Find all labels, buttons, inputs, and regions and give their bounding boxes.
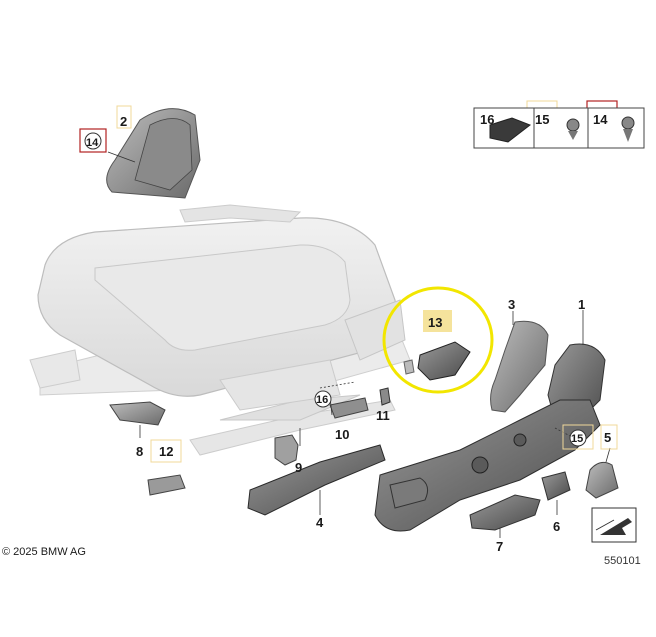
part-5-cap: [585, 461, 619, 499]
inset-label-16: 16: [480, 112, 494, 127]
label-4: 4: [316, 515, 324, 530]
screw-tip-icon: [568, 131, 578, 140]
label-box-14-top: [79, 128, 107, 153]
pad-icon: [489, 117, 532, 143]
label-9: 9: [295, 460, 302, 475]
part-10-bracket: [329, 397, 369, 419]
part-8-handle: [109, 401, 166, 426]
inset-label-15: 15: [535, 112, 549, 127]
seat-cushion: [29, 204, 411, 456]
part-11-clip: [379, 387, 391, 406]
part-6-cap: [541, 471, 571, 501]
label-1: 1: [578, 297, 585, 312]
label-15-circle: 15: [571, 433, 583, 445]
label-7: 7: [496, 539, 503, 554]
part-9-bracket: [274, 428, 301, 466]
part-7-lever: [469, 494, 541, 531]
diagram-number: 550101: [604, 555, 641, 567]
view-direction-icon: [591, 507, 637, 543]
inset-label-14: 14: [593, 112, 608, 127]
part-3-cover: [490, 311, 549, 413]
label-box-12: [150, 439, 182, 463]
label-box-5: [600, 424, 618, 450]
label-16-circle: 16: [316, 394, 328, 406]
copyright-text: © 2025 BMW AG: [2, 546, 86, 558]
part-4-rail-cover: [247, 444, 386, 516]
screw-icon: [566, 118, 580, 132]
label-2: 2: [120, 114, 127, 129]
hardware-inset: [473, 107, 645, 149]
part-12-cap: [147, 474, 186, 496]
label-box-2: [116, 105, 132, 129]
label-6: 6: [553, 519, 560, 534]
label-11: 11: [376, 408, 390, 423]
label-13: 13: [428, 315, 442, 330]
label-3: 3: [508, 297, 515, 312]
screw-icon: [621, 116, 635, 130]
label-14-top: 14: [86, 137, 99, 149]
screw-tip-icon: [623, 129, 633, 142]
label-10: 10: [335, 427, 349, 442]
label-8: 8: [136, 444, 143, 459]
part-13-highlight: [382, 286, 494, 394]
label-box-15-side: [562, 424, 594, 450]
label-5: 5: [604, 430, 611, 445]
part-2-cover: [106, 108, 201, 199]
label-12: 12: [159, 444, 173, 459]
side-trim-panel: [374, 399, 601, 532]
